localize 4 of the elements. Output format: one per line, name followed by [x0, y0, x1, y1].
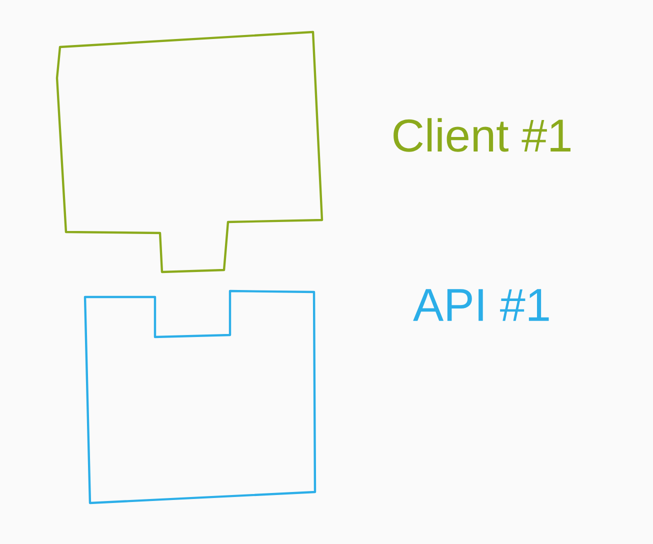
sketch-box: Client #1 — [56, 30, 570, 274]
sketch-box: API #1 — [84, 289, 549, 504]
node-label: API #1 — [413, 289, 549, 321]
node-label: Client #1 — [394, 118, 570, 152]
